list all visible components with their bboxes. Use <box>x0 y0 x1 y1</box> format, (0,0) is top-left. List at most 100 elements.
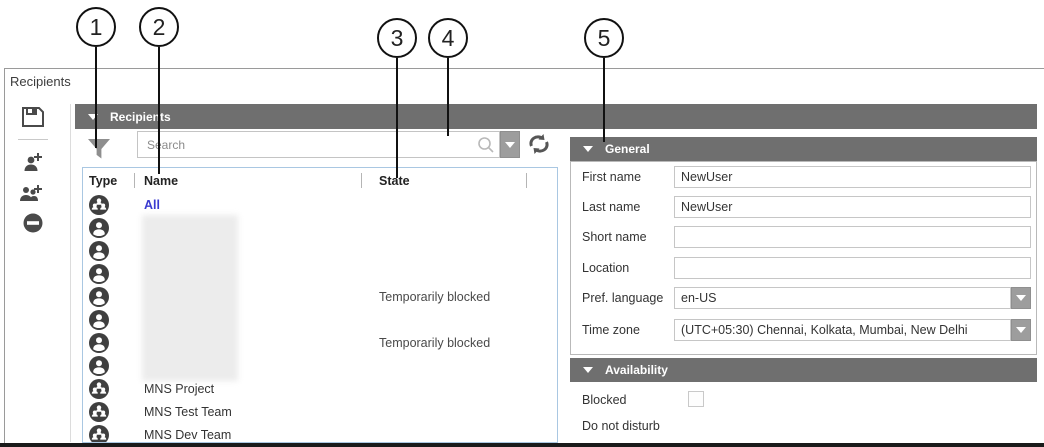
table-row[interactable] <box>83 355 557 378</box>
chevron-down-icon <box>505 141 515 148</box>
location-field[interactable] <box>674 257 1031 279</box>
field-label: Short name <box>582 230 647 244</box>
callout-4-line <box>447 58 449 136</box>
callout-3: 3 <box>377 18 417 58</box>
toolbar-panel-divider <box>70 104 71 442</box>
callout-5: 5 <box>584 18 624 58</box>
general-field-row: Location <box>570 257 1037 280</box>
column-divider[interactable] <box>526 173 527 188</box>
recipient-name: MNS Project <box>144 382 215 396</box>
save-icon <box>21 106 45 131</box>
search-dropdown-button[interactable] <box>500 131 520 158</box>
recipients-section-title: Recipients <box>110 109 171 124</box>
table-row[interactable]: MNS Dev Team <box>83 424 557 442</box>
field-label: Time zone <box>582 323 640 337</box>
general-section-header[interactable]: General <box>570 137 1037 161</box>
column-header-type[interactable]: Type <box>89 174 118 188</box>
pref-language-field[interactable] <box>674 287 1011 309</box>
callout-4: 4 <box>428 18 468 58</box>
person-icon <box>89 264 109 284</box>
column-divider[interactable] <box>134 173 135 188</box>
recipients-section-header[interactable]: Recipients <box>75 104 1037 129</box>
field-label: Pref. language <box>582 291 664 305</box>
redacted-names-blur <box>142 215 238 381</box>
callout-1-number: 1 <box>89 13 103 40</box>
short-name-field[interactable] <box>674 226 1031 248</box>
recipient-name: MNS Test Team <box>144 405 232 419</box>
window-title: Recipients <box>10 74 71 89</box>
table-row[interactable]: Temporarily blocked <box>83 286 557 309</box>
search-icon <box>477 136 495 159</box>
table-row[interactable]: All <box>83 194 557 217</box>
general-field-row: Pref. language <box>570 287 1037 310</box>
chevron-down-icon <box>1016 327 1026 333</box>
refresh-button[interactable] <box>524 132 554 158</box>
save-button[interactable] <box>18 105 48 131</box>
general-field-row: Time zone <box>570 319 1037 342</box>
window-border-left <box>4 68 5 443</box>
window-border-top <box>4 68 1044 69</box>
field-label: Location <box>582 261 630 275</box>
callout-5-line <box>603 58 605 142</box>
callout-2-line <box>158 47 160 174</box>
person-icon <box>89 333 109 353</box>
general-field-row: Last name <box>570 196 1037 219</box>
availability-item-row: Blocked <box>570 390 1037 412</box>
all-recipients-link[interactable]: All <box>144 198 160 212</box>
table-row[interactable] <box>83 217 557 240</box>
chevron-down-icon <box>1016 295 1026 301</box>
pref-language-dropdown-button[interactable] <box>1011 287 1031 309</box>
group-icon <box>89 195 109 215</box>
callout-1-line <box>95 47 97 148</box>
table-row[interactable] <box>83 309 557 332</box>
table-row[interactable]: Temporarily blocked <box>83 332 557 355</box>
availability-section-header[interactable]: Availability <box>570 358 1037 382</box>
general-section-title: General <box>605 142 650 156</box>
filter-icon[interactable] <box>87 138 111 165</box>
table-row[interactable]: MNS Project <box>83 378 557 401</box>
column-divider[interactable] <box>361 173 362 188</box>
refresh-icon <box>527 133 551 158</box>
remove-button[interactable] <box>18 211 48 237</box>
first-name-field[interactable] <box>674 166 1031 188</box>
field-label: First name <box>582 170 642 184</box>
search-box <box>137 131 500 158</box>
add-user-button[interactable] <box>18 150 48 176</box>
time-zone-field[interactable] <box>674 319 1011 341</box>
window-border-bottom <box>0 443 1044 447</box>
availability-section-title: Availability <box>605 363 668 377</box>
search-input[interactable] <box>138 132 499 157</box>
table-row[interactable] <box>83 263 557 286</box>
person-icon <box>89 218 109 238</box>
table-row[interactable] <box>83 240 557 263</box>
recipient-name: MNS Dev Team <box>144 428 232 442</box>
group-icon <box>89 379 109 399</box>
toolbar-divider <box>18 139 48 140</box>
recipient-state: Temporarily blocked <box>379 336 491 350</box>
table-header: Type Name State <box>83 168 557 194</box>
collapse-triangle-icon <box>88 113 98 120</box>
group-icon <box>89 402 109 422</box>
collapse-triangle-icon <box>583 146 593 152</box>
column-header-state[interactable]: State <box>379 174 410 188</box>
blocked-checkbox[interactable] <box>688 391 704 407</box>
person-icon <box>89 241 109 261</box>
recipient-state: Temporarily blocked <box>379 290 491 304</box>
callout-5-number: 5 <box>597 24 611 51</box>
callout-2-number: 2 <box>152 13 166 40</box>
add-group-button[interactable] <box>16 181 46 207</box>
column-header-name[interactable]: Name <box>144 174 179 188</box>
last-name-field[interactable] <box>674 196 1031 218</box>
callout-3-line <box>396 58 398 178</box>
person-icon <box>89 310 109 330</box>
availability-item-label: Do not disturb <box>582 419 660 433</box>
person-icon <box>89 287 109 307</box>
group-icon <box>89 425 109 442</box>
general-field-row: Short name <box>570 226 1037 249</box>
remove-icon <box>23 213 43 236</box>
table-row[interactable]: MNS Test Team <box>83 401 557 424</box>
callout-3-number: 3 <box>390 24 404 51</box>
add-group-icon <box>18 183 44 206</box>
time-zone-dropdown-button[interactable] <box>1011 319 1031 341</box>
